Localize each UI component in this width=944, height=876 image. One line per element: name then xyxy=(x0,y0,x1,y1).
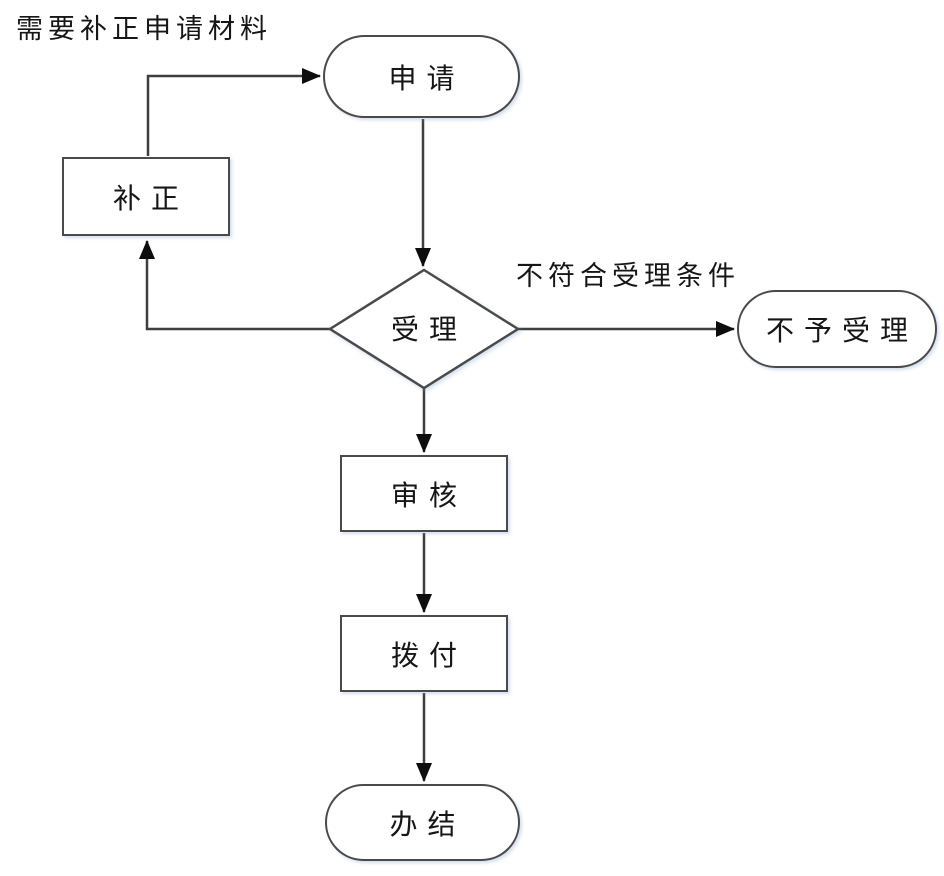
node-accept-diamond xyxy=(327,268,521,390)
node-review-label: 审核 xyxy=(390,479,467,511)
node-accept: 受理 xyxy=(354,298,494,358)
node-complete-label: 办结 xyxy=(389,808,466,840)
node-review: 审核 xyxy=(340,455,508,532)
node-accept-label: 受理 xyxy=(390,314,467,345)
label-reject-condition: 不符合受理条件 xyxy=(516,261,740,291)
node-correction-label: 补正 xyxy=(112,182,189,214)
node-disburse-label: 拨付 xyxy=(390,639,467,671)
label-need-correction: 需要补正申请材料 xyxy=(16,14,272,44)
node-reject-label: 不予受理 xyxy=(765,315,918,346)
node-disburse: 拨付 xyxy=(340,615,508,692)
node-correction: 补正 xyxy=(62,157,230,236)
node-reject: 不予受理 xyxy=(737,290,937,368)
edge-correction-to-apply xyxy=(146,68,321,156)
node-complete: 办结 xyxy=(325,784,520,861)
node-apply-label: 申请 xyxy=(388,62,465,94)
edge-accept-to-correction xyxy=(139,240,330,331)
node-apply: 申请 xyxy=(323,35,520,118)
